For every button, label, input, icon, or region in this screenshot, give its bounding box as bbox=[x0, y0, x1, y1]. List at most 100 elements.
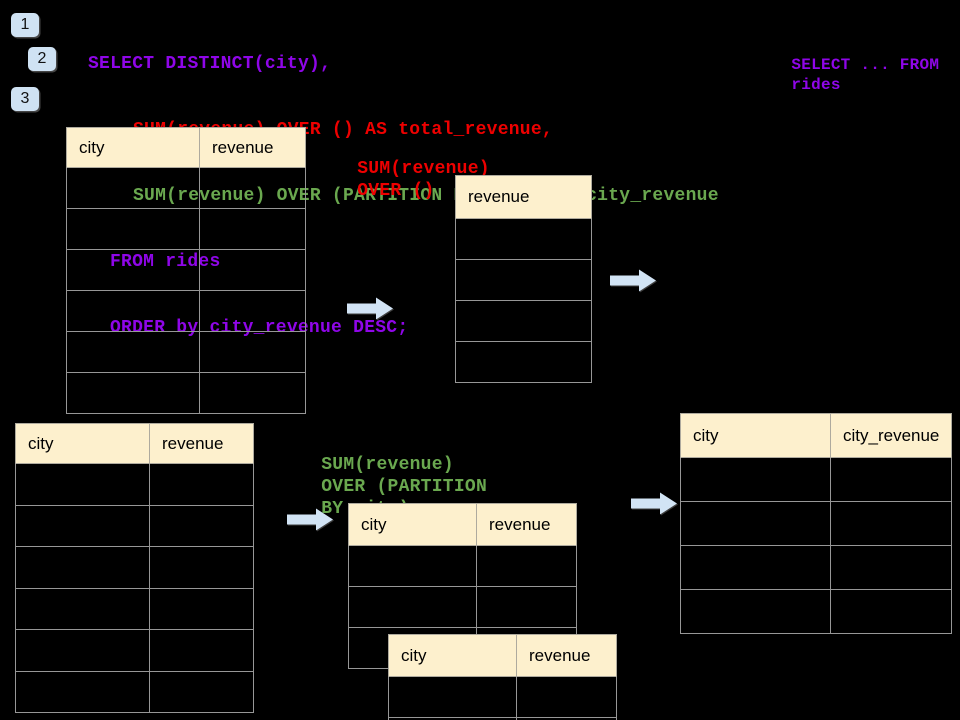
table-row bbox=[15, 629, 254, 672]
sql-line-select: SELECT DISTINCT(city), bbox=[88, 54, 332, 74]
table-row bbox=[66, 167, 306, 209]
partition-annotation-line-2: OVER (PARTITION bbox=[321, 477, 487, 497]
side-note-line-1: SELECT ... FROM bbox=[791, 56, 940, 74]
table-cell bbox=[15, 546, 150, 589]
table-cell bbox=[66, 167, 200, 209]
table-cell bbox=[388, 676, 517, 718]
column-header: city_revenue bbox=[830, 413, 952, 458]
table-row bbox=[680, 545, 952, 590]
table-cell bbox=[15, 463, 150, 506]
table-cell bbox=[66, 372, 200, 414]
table-cell bbox=[476, 545, 577, 587]
table-cell bbox=[455, 341, 592, 383]
column-header: city bbox=[66, 127, 200, 168]
table-cell bbox=[149, 629, 254, 672]
table-row bbox=[348, 586, 577, 628]
table-cell bbox=[455, 300, 592, 342]
table-cell bbox=[516, 676, 617, 718]
column-header: city bbox=[348, 503, 477, 546]
step-badge-2: 2 bbox=[28, 47, 56, 71]
table-cell bbox=[680, 501, 831, 546]
table-cell bbox=[149, 587, 254, 630]
table-cell bbox=[680, 457, 831, 502]
table-cell bbox=[455, 218, 592, 260]
table-cell bbox=[15, 587, 150, 630]
table-cell bbox=[199, 331, 306, 373]
total-annotation-line-1: SUM(revenue) bbox=[357, 159, 490, 179]
table-row bbox=[388, 717, 617, 720]
flow-arrow-right-icon bbox=[347, 297, 393, 320]
table-cell bbox=[66, 208, 200, 250]
table-cell bbox=[680, 545, 831, 590]
column-header: revenue bbox=[516, 634, 617, 677]
table-cell bbox=[830, 501, 952, 546]
table-cell bbox=[476, 586, 577, 628]
table-cell bbox=[15, 670, 150, 713]
table-row bbox=[455, 218, 592, 260]
table-row bbox=[15, 463, 254, 506]
table-row bbox=[680, 457, 952, 502]
table-cell bbox=[680, 589, 831, 634]
table-cell bbox=[199, 208, 306, 250]
table-cell bbox=[149, 546, 254, 589]
table-cell bbox=[199, 167, 306, 209]
column-header: city bbox=[388, 634, 517, 677]
column-header: revenue bbox=[199, 127, 306, 168]
total-annotation-line-2: OVER () bbox=[357, 181, 435, 201]
flow-arrow-right-icon bbox=[287, 508, 333, 531]
table-row bbox=[66, 249, 306, 291]
table-cell bbox=[15, 629, 150, 672]
partition-annotation-line-1: SUM(revenue) bbox=[321, 455, 454, 475]
table-row bbox=[455, 341, 592, 383]
table-cell bbox=[199, 290, 306, 332]
table-cell bbox=[15, 504, 150, 547]
table-cell bbox=[830, 545, 952, 590]
column-header: city bbox=[680, 413, 831, 458]
table-cell bbox=[66, 290, 200, 332]
table-header-row: revenue bbox=[455, 175, 592, 219]
table-cell bbox=[348, 545, 477, 587]
table-cell bbox=[66, 249, 200, 291]
table-cell bbox=[149, 670, 254, 713]
flow-arrow-right-icon bbox=[631, 492, 677, 515]
side-note-line-2: rides bbox=[791, 76, 841, 94]
table-row bbox=[680, 501, 952, 546]
table-row bbox=[15, 546, 254, 589]
table-row bbox=[680, 589, 952, 634]
table-row bbox=[66, 290, 306, 332]
column-header: revenue bbox=[455, 175, 592, 219]
table-row bbox=[15, 504, 254, 547]
table-cell bbox=[830, 457, 952, 502]
step-badge-1: 1 bbox=[11, 13, 39, 37]
table-row bbox=[455, 259, 592, 301]
table-row bbox=[388, 676, 617, 718]
table-row bbox=[15, 587, 254, 630]
total-window-annotation: SUM(revenue) OVER () bbox=[313, 136, 490, 224]
table-row bbox=[66, 372, 306, 414]
table-total-revenue-result: revenue bbox=[455, 175, 592, 383]
table-row bbox=[66, 208, 306, 250]
side-note-code: SELECT ... FROM rides bbox=[752, 35, 939, 115]
table-cell bbox=[149, 463, 254, 506]
table-row bbox=[348, 545, 577, 587]
flow-arrow-right-icon bbox=[610, 269, 656, 292]
table-cell bbox=[455, 259, 592, 301]
table-row bbox=[15, 670, 254, 713]
column-header: city bbox=[15, 423, 150, 464]
table-cell bbox=[830, 589, 952, 634]
table-cell bbox=[199, 372, 306, 414]
table-cell bbox=[66, 331, 200, 373]
table-row bbox=[66, 331, 306, 373]
table-cell bbox=[516, 717, 617, 720]
table-cell bbox=[149, 504, 254, 547]
